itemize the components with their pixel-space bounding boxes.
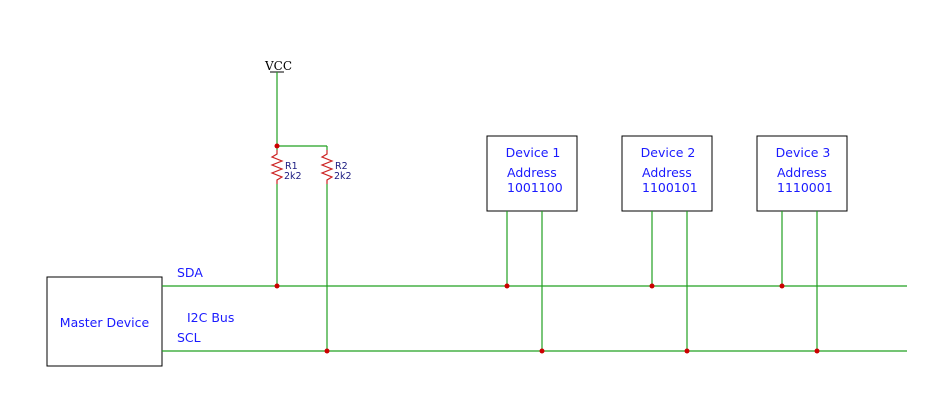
r1-name: R1 bbox=[285, 161, 298, 172]
device-1-address: 1001100 bbox=[507, 180, 563, 195]
master-device-label: Master Device bbox=[60, 315, 150, 330]
device-1-title: Device 1 bbox=[506, 145, 561, 160]
device-2-address: 1100101 bbox=[642, 180, 698, 195]
junction-device-3-scl bbox=[814, 348, 820, 354]
r2-value: 2k2 bbox=[334, 171, 352, 182]
device-1-box bbox=[486, 135, 578, 212]
bus-label: I2C Bus bbox=[187, 310, 234, 325]
device-2-address-label: Address bbox=[642, 165, 692, 180]
sda-label: SDA bbox=[177, 265, 203, 280]
device-3-title: Device 3 bbox=[776, 145, 831, 160]
junction-device-1-scl bbox=[539, 348, 545, 354]
device-3-address: 1110001 bbox=[777, 180, 833, 195]
device-2-title: Device 2 bbox=[641, 145, 696, 160]
scl-label: SCL bbox=[177, 330, 201, 345]
junction-r2-scl bbox=[324, 348, 330, 354]
r2-name: R2 bbox=[335, 161, 348, 172]
master-device-box bbox=[46, 276, 163, 367]
junction-r1-sda bbox=[274, 283, 280, 289]
device-3-box bbox=[756, 135, 848, 212]
junction-device-1-sda bbox=[504, 283, 510, 289]
device-2-box bbox=[621, 135, 713, 212]
r1-value: 2k2 bbox=[284, 171, 302, 182]
resistor-r2 bbox=[320, 150, 334, 184]
junction-device-2-sda bbox=[649, 283, 655, 289]
resistor-r1 bbox=[270, 150, 284, 184]
junction-device-3-sda bbox=[779, 283, 785, 289]
vcc-label: VCC bbox=[264, 59, 292, 73]
junction-vcc-split bbox=[274, 143, 280, 149]
device-1-address-label: Address bbox=[507, 165, 557, 180]
device-3-address-label: Address bbox=[777, 165, 827, 180]
junction-device-2-scl bbox=[684, 348, 690, 354]
